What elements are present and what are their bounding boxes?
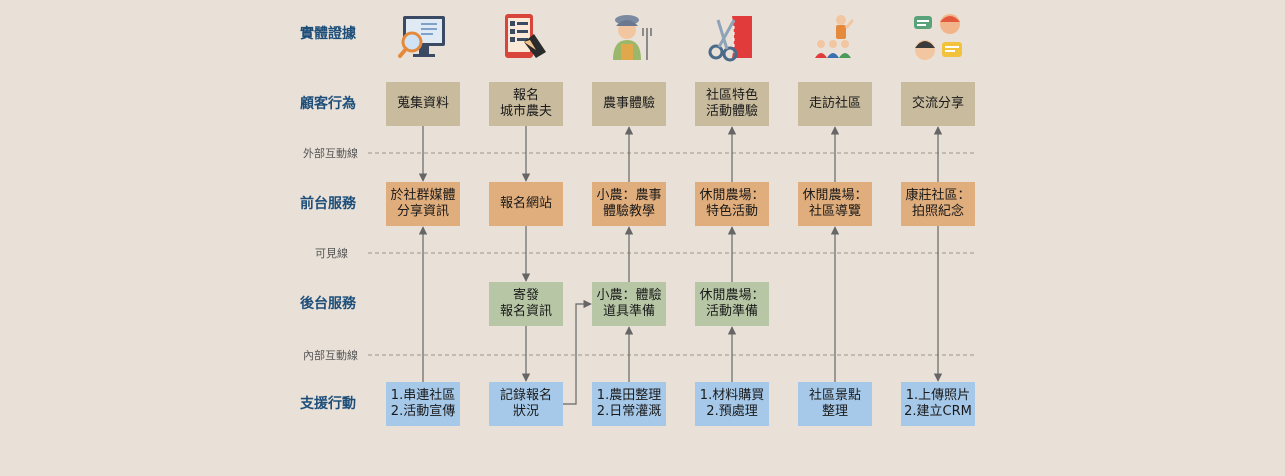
- customer-action-box: 走訪社區: [798, 82, 872, 126]
- customer-action-box: 交流分享: [901, 82, 975, 126]
- support-box: 1.農田整理 2.日常灌溉: [592, 382, 666, 426]
- support-box: 1.材料購買 2.預處理: [695, 382, 769, 426]
- frontstage-box: 報名網站: [489, 182, 563, 226]
- support-box: 記錄報名 狀況: [489, 382, 563, 426]
- connector-arrow: [563, 299, 592, 405]
- backstage-box: 寄發 報名資訊: [489, 282, 563, 326]
- support-box: 1.上傳照片 2.建立CRM: [901, 382, 975, 426]
- customer-action-box: 蒐集資料: [386, 82, 460, 126]
- row-label-frontstage: 前台服務: [300, 196, 356, 212]
- scissors-fabric-icon: [708, 16, 752, 62]
- frontstage-box: 休閒農場： 特色活動: [695, 182, 769, 226]
- support-box: 1.串連社區 2.活動宣傳: [386, 382, 460, 426]
- community-guide-icon: [815, 15, 855, 58]
- frontstage-box: 休閒農場： 社區導覽: [798, 182, 872, 226]
- row-label-customer-actions: 顧客行為: [300, 96, 356, 112]
- customer-action-box: 農事體驗: [592, 82, 666, 126]
- row-label-support: 支援行動: [300, 396, 356, 412]
- backstage-box: 休閒農場： 活動準備: [695, 282, 769, 326]
- row-label-physical-evidence: 實體證據: [300, 26, 356, 42]
- backstage-box: 小農：體驗 道具準備: [592, 282, 666, 326]
- support-box: 社區景點 整理: [798, 382, 872, 426]
- monitor-magnifier-icon: [398, 16, 445, 58]
- customer-action-box: 社區特色 活動體驗: [695, 82, 769, 126]
- customer-action-box: 報名 城市農夫: [489, 82, 563, 126]
- frontstage-box: 小農：農事 體驗教學: [592, 182, 666, 226]
- phone-checklist-icon: [505, 14, 546, 58]
- frontstage-box: 於社群媒體 分享資訊: [386, 182, 460, 226]
- line-label-visible: 可見線: [315, 247, 348, 260]
- arrows: [418, 126, 943, 405]
- farmer-icon: [613, 15, 652, 60]
- row-label-backstage: 後台服務: [300, 296, 356, 312]
- frontstage-box: 康莊社區： 拍照紀念: [901, 182, 975, 226]
- line-label-external: 外部互動線: [303, 147, 358, 160]
- line-label-internal: 內部互動線: [303, 349, 358, 362]
- chat-people-icon: [914, 14, 962, 60]
